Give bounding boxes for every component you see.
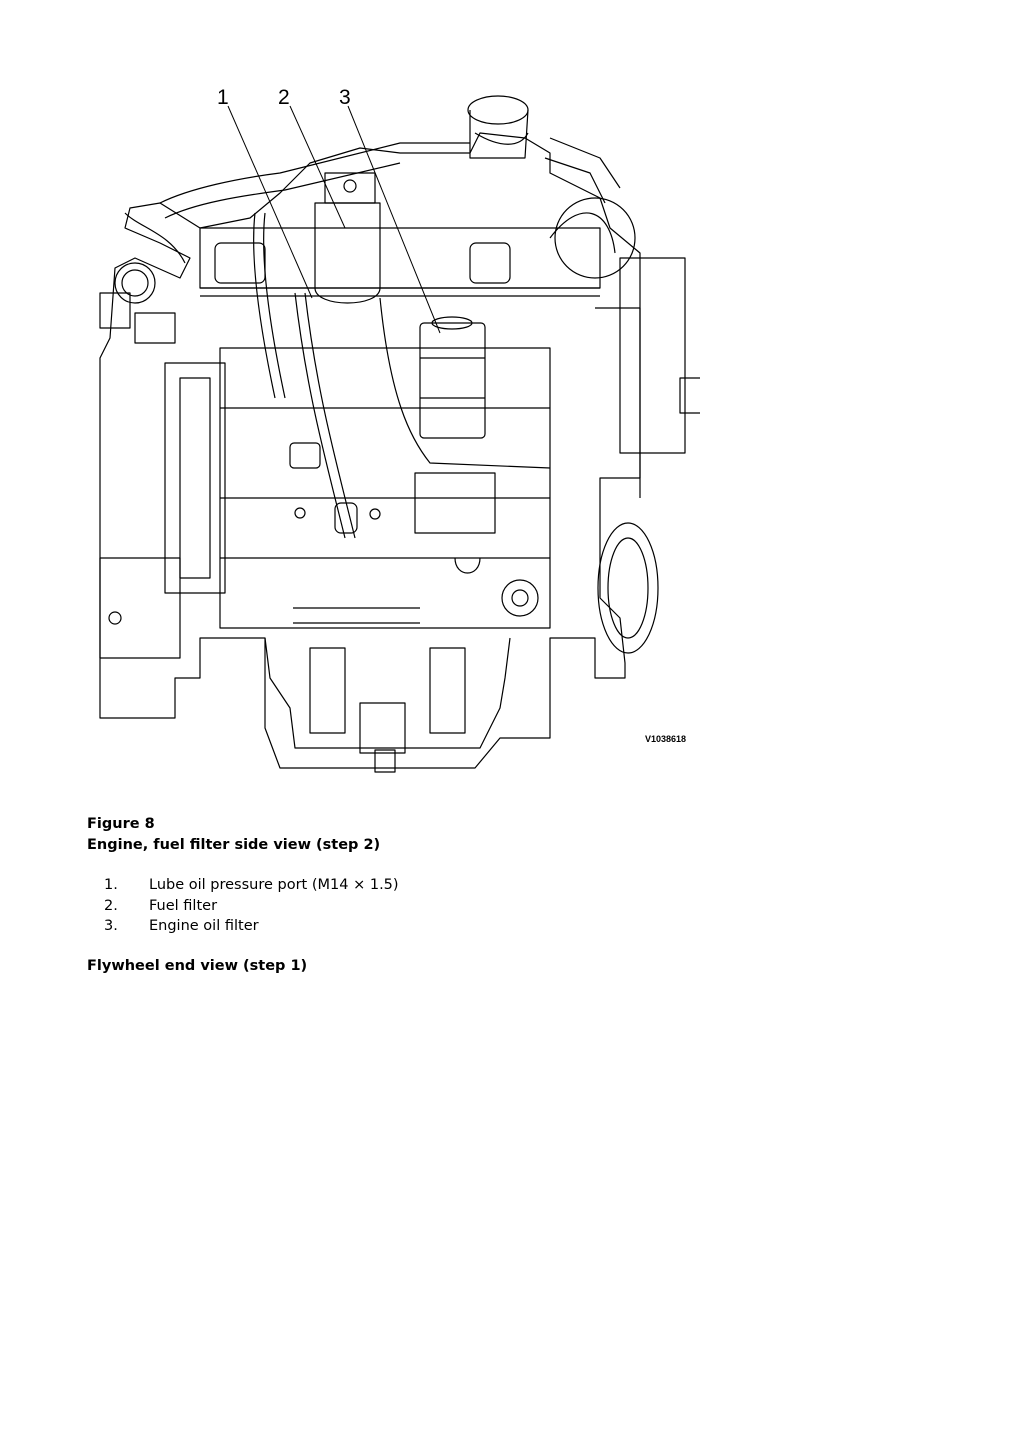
figure-number: Figure 8 xyxy=(87,816,155,832)
legend-item-label: Engine oil filter xyxy=(149,918,259,934)
section-heading: Flywheel end view (step 1) xyxy=(87,958,308,974)
legend-item-number: 1. xyxy=(104,877,118,893)
legend-item-label: Lube oil pressure port (M14 × 1.5) xyxy=(149,877,399,893)
figure-title: Engine, fuel filter side view (step 2) xyxy=(87,837,381,853)
image-code: V1038618 xyxy=(645,734,686,744)
callout-3: 3 xyxy=(339,86,351,109)
legend-item: 1. Lube oil pressure port (M14 × 1.5) xyxy=(87,875,399,896)
legend-item: 2. Fuel filter xyxy=(87,896,399,917)
legend-item-number: 3. xyxy=(104,918,118,934)
legend-item: 3. Engine oil filter xyxy=(87,916,399,937)
legend-item-number: 2. xyxy=(104,897,118,914)
callout-2: 2 xyxy=(278,86,290,109)
engine-figure: 1 2 3 V1038618 xyxy=(80,78,700,778)
figure-legend: 1. Lube oil pressure port (M14 × 1.5) 2.… xyxy=(87,875,399,937)
engine-line-drawing: 1 2 3 V1038618 xyxy=(99,86,700,773)
figure-caption: Figure 8 Engine, fuel filter side view (… xyxy=(87,814,380,856)
legend-item-label: Fuel filter xyxy=(149,897,218,914)
callout-1: 1 xyxy=(217,86,229,109)
